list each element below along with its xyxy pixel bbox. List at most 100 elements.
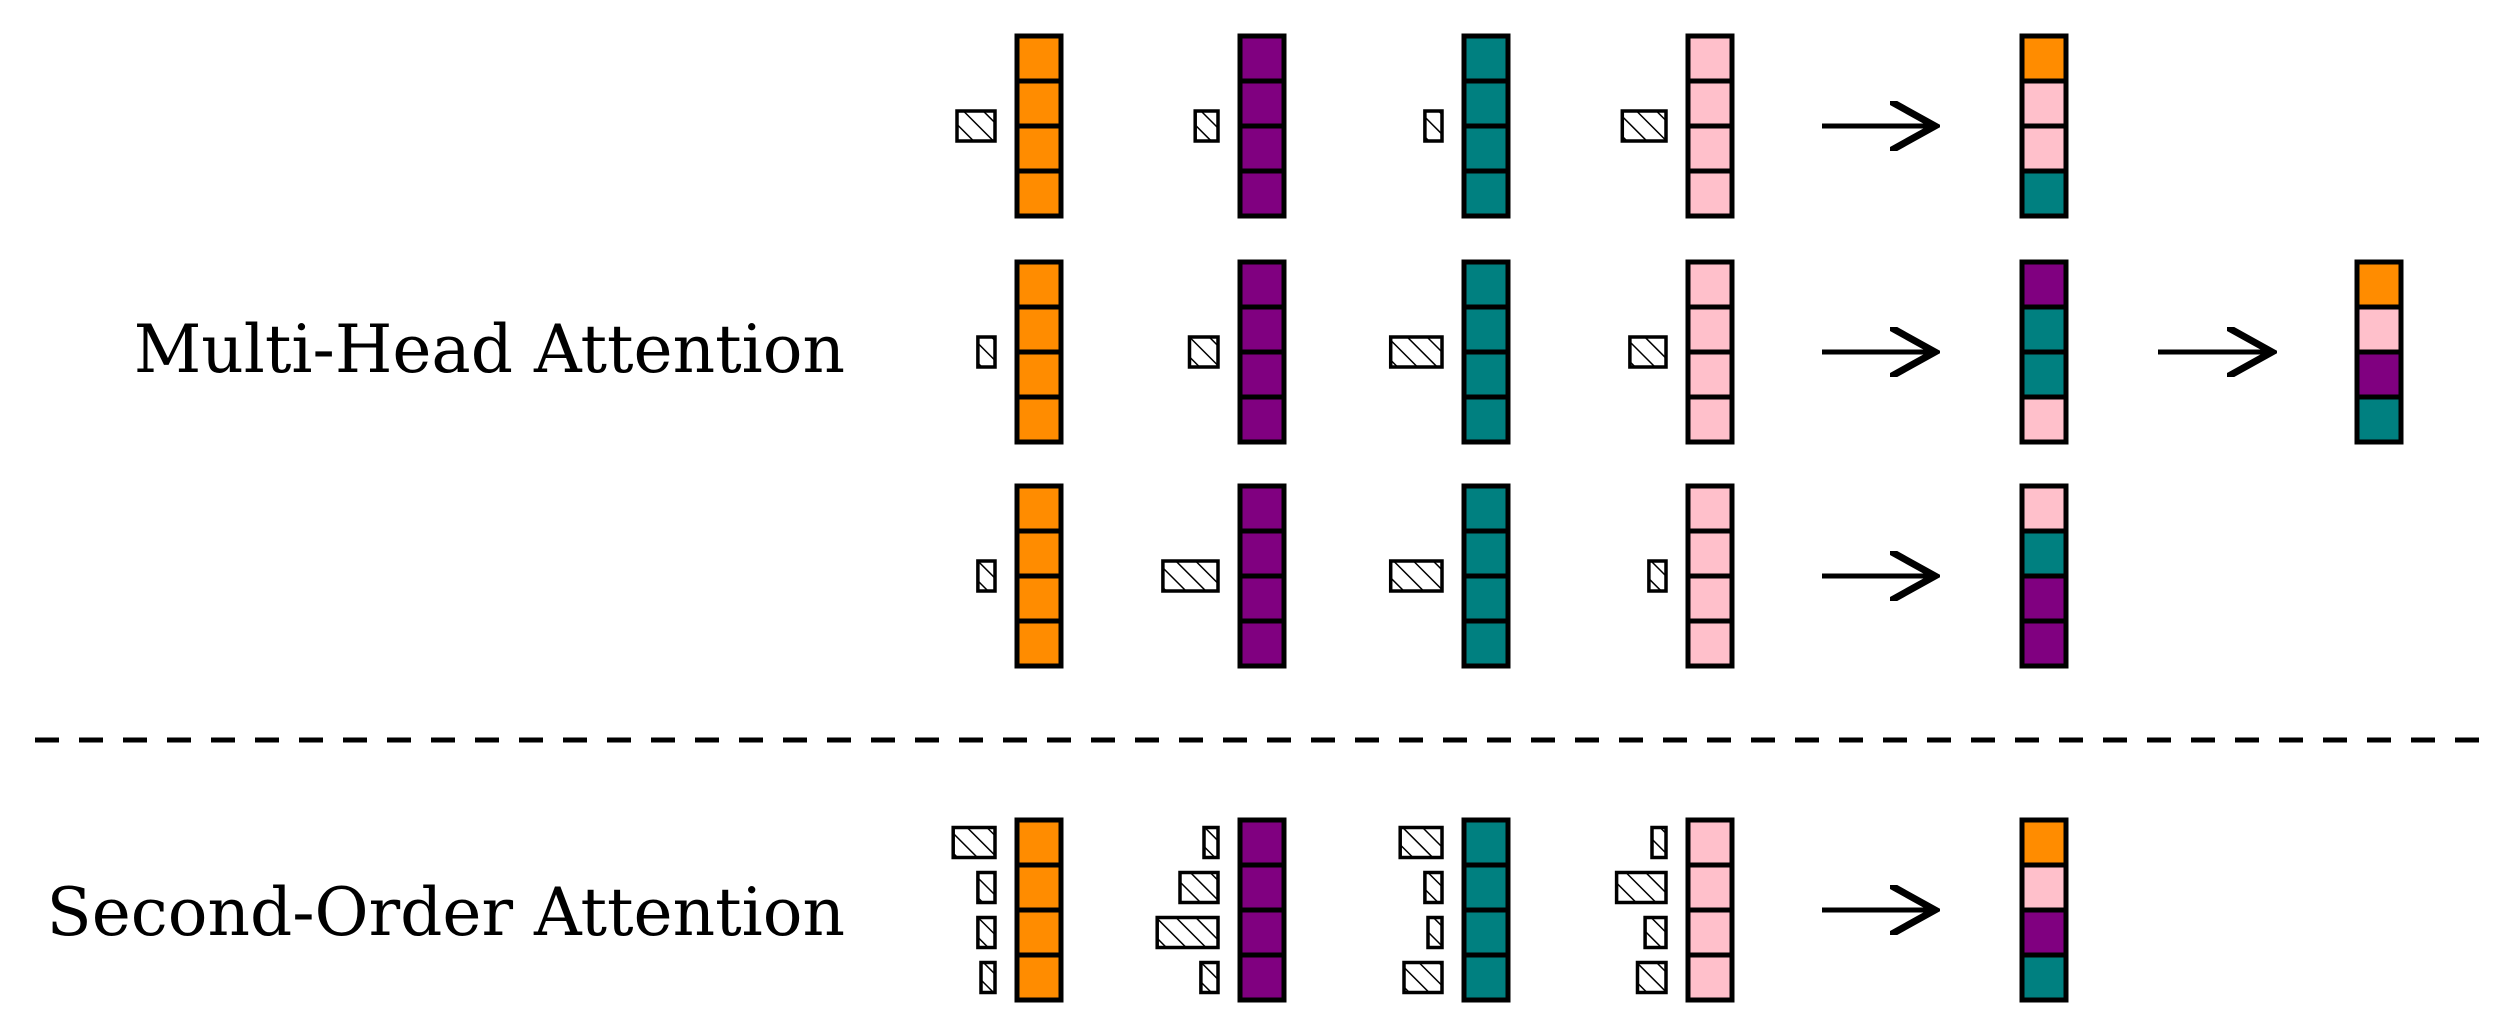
soa-output-column-cell-2-pink [2019, 862, 2069, 913]
mha-row3-head2-value-column-cell-1-purple [1237, 483, 1287, 534]
mha-row2-output-column-cell-3-teal [2019, 349, 2069, 400]
soa-head4-weight-4 [1635, 960, 1668, 995]
mha-row1-output-column-cell-1-orange [2019, 33, 2069, 84]
mha-row3-head1-value-column-cell-4-orange [1014, 618, 1064, 669]
soa-head3-value-column-cell-1-teal [1461, 817, 1511, 868]
soa-output-column-cell-4-teal [2019, 952, 2069, 1003]
mha-row3-head1-value-column-cell-1-orange [1014, 483, 1064, 534]
mha-row1-output-column-cell-2-pink [2019, 78, 2069, 129]
mha-final-output-column-cell-3-purple [2354, 349, 2404, 400]
mha-row3-head4-value-column-cell-1-pink [1685, 483, 1735, 534]
mha-row1-head2-value-column-cell-4-purple [1237, 168, 1287, 219]
mha-row3-head3-value-column-cell-1-teal [1461, 483, 1511, 534]
mha-row3-head2-value-column-cell-4-purple [1237, 618, 1287, 669]
mha-row1-output-column-cell-3-pink [2019, 123, 2069, 174]
mha-row1-output-column-cell-4-teal [2019, 168, 2069, 219]
mha-row2-head4-value-column-cell-3-pink [1685, 349, 1735, 400]
mha-row1-head4-value-column [1685, 33, 1735, 219]
soa-head4-value-column-cell-2-pink [1685, 862, 1735, 913]
soa-head1-value-column-cell-3-orange [1014, 907, 1064, 958]
mha-row3-head2-value-column [1237, 483, 1287, 669]
soa-head1-value-column-cell-1-orange [1014, 817, 1064, 868]
mha-row3-head4-weight [1647, 559, 1668, 593]
mha-row1-head3-value-column-cell-4-teal [1461, 168, 1511, 219]
mha-row2-head4-weight [1628, 335, 1668, 369]
mha-row3-head4-value-column-cell-2-pink [1685, 528, 1735, 579]
mha-row3-head3-value-column [1461, 483, 1511, 669]
mha-row3-head4-value-column [1685, 483, 1735, 669]
mha-row2-head1-value-column-cell-1-orange [1014, 259, 1064, 310]
mha-row1-head1-value-column-cell-3-orange [1014, 123, 1064, 174]
soa-head1-weight-4 [979, 960, 997, 995]
soa-head2-weight-1 [1202, 825, 1220, 860]
mha-row2-output-column [2019, 259, 2069, 445]
mha-row1-head2-weight [1193, 109, 1220, 143]
mha-row3-output-column [2019, 483, 2069, 669]
mha-final-output-column-cell-4-teal [2354, 394, 2404, 445]
mha-row1-head3-value-column-cell-2-teal [1461, 78, 1511, 129]
mha-row2-head3-value-column [1461, 259, 1511, 445]
mha-row2-head2-value-column-cell-2-purple [1237, 304, 1287, 355]
mha-row2-head2-value-column-cell-1-purple [1237, 259, 1287, 310]
soa-head3-weight-3 [1426, 915, 1444, 950]
mha-row3-head3-value-column-cell-2-teal [1461, 528, 1511, 579]
soa-head4-value-column [1685, 817, 1735, 1003]
mha-row1-head1-value-column [1014, 33, 1064, 219]
mha-row2-head2-value-column-cell-3-purple [1237, 349, 1287, 400]
soa-head2-value-column-cell-3-purple [1237, 907, 1287, 958]
mha-row2-head2-weight [1187, 335, 1220, 369]
soa-head2-weight-2 [1178, 870, 1220, 905]
mha-row2-head3-value-column-cell-2-teal [1461, 304, 1511, 355]
mha-row1-head4-value-column-cell-2-pink [1685, 78, 1735, 129]
mha-row3-head1-value-column-cell-3-orange [1014, 573, 1064, 624]
mha-row2-head4-value-column [1685, 259, 1735, 445]
soa-head4-weight-2 [1614, 870, 1668, 905]
soa-head2-value-column-cell-1-purple [1237, 817, 1287, 868]
mha-row1-head4-value-column-cell-1-pink [1685, 33, 1735, 84]
mha-row3-head4-value-column-cell-4-pink [1685, 618, 1735, 669]
soa-head3-value-column-cell-4-teal [1461, 952, 1511, 1003]
mha-row3-head1-value-column-cell-2-orange [1014, 528, 1064, 579]
mha-row1-head3-value-column [1461, 33, 1511, 219]
mha-row1-head4-value-column-cell-3-pink [1685, 123, 1735, 174]
mha-row3-output-column-cell-2-teal [2019, 528, 2069, 579]
mha-row3-head1-value-column [1014, 483, 1064, 669]
mha-row1-head1-value-column-cell-2-orange [1014, 78, 1064, 129]
mha-final-output-column-cell-1-orange [2354, 259, 2404, 310]
mha-row1-head1-weight [955, 109, 997, 143]
mha-row2-output-column-cell-1-purple [2019, 259, 2069, 310]
soa-head1-weight-2 [976, 870, 997, 905]
mha-row2-head2-value-column-cell-4-purple [1237, 394, 1287, 445]
mha-row2-head3-value-column-cell-1-teal [1461, 259, 1511, 310]
mha-row2-head1-value-column-cell-3-orange [1014, 349, 1064, 400]
mha-row1-head2-value-column-cell-1-purple [1237, 33, 1287, 84]
mha-row2-head1-value-column [1014, 259, 1064, 445]
mha-row2-head3-value-column-cell-4-teal [1461, 394, 1511, 445]
soa-head3-weight-2 [1423, 870, 1444, 905]
mha-row2-head1-value-column-cell-2-orange [1014, 304, 1064, 355]
mha-row2-output-column-cell-4-pink [2019, 394, 2069, 445]
mha-row1-head2-value-column [1237, 33, 1287, 219]
mha-final-output-column-cell-2-pink [2354, 304, 2404, 355]
soa-output-column-cell-1-orange [2019, 817, 2069, 868]
mha-row3-head3-value-column-cell-4-teal [1461, 618, 1511, 669]
soa-head3-weight-1 [1398, 825, 1444, 860]
mha-row2-head1-value-column-cell-4-orange [1014, 394, 1064, 445]
mha-row3-head3-value-column-cell-3-teal [1461, 573, 1511, 624]
mha-row1-head3-value-column-cell-3-teal [1461, 123, 1511, 174]
soa-head1-weight-1 [951, 825, 997, 860]
mha-row3-head1-weight [976, 559, 997, 593]
mha-row3-head2-value-column-cell-3-purple [1237, 573, 1287, 624]
second-order-attention-label: Second-Order Attention [46, 874, 845, 951]
multi-head-attention-label: Multi-Head Attention [134, 311, 845, 388]
diagram-layer [951, 33, 2404, 1003]
mha-row1-head3-weight [1423, 109, 1444, 143]
soa-head2-value-column-cell-2-purple [1237, 862, 1287, 913]
mha-row1-head4-weight [1620, 109, 1668, 143]
mha-final-output-column [2354, 259, 2404, 445]
mha-row1-head1-value-column-cell-4-orange [1014, 168, 1064, 219]
mha-row2-head4-value-column-cell-2-pink [1685, 304, 1735, 355]
mha-row1-output-column [2019, 33, 2069, 219]
mha-row2-head1-weight [976, 335, 997, 369]
